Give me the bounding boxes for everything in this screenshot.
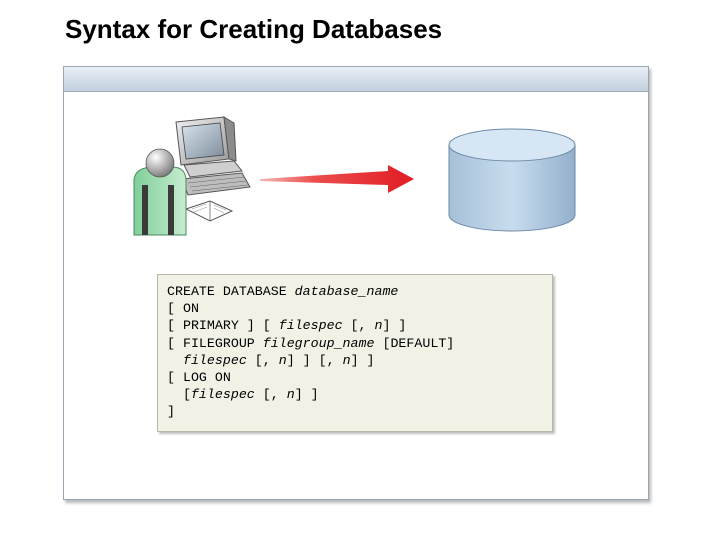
syntax-keyword: ] ] (382, 318, 407, 334)
syntax-keyword: CREATE DATABASE (167, 284, 295, 299)
syntax-keyword: ] (167, 404, 175, 420)
syntax-keyword: [ ON (167, 301, 199, 317)
slide-title: Syntax for Creating Databases (65, 14, 443, 44)
syntax-code-box: CREATE DATABASE database_name[ ON[ PRIMA… (157, 274, 553, 432)
panel-header-bar (64, 67, 648, 92)
syntax-line: [ PRIMARY ] [ filespec [, n] ] (167, 317, 454, 334)
syntax-placeholder: database_name (294, 284, 399, 299)
syntax-keyword: [ FILEGROUP (167, 335, 263, 351)
red-arrow-icon (260, 165, 414, 193)
syntax-placeholder: n (342, 352, 351, 368)
user-at-computer-icon (133, 116, 251, 236)
syntax-placeholder: filegroup_name (262, 335, 375, 351)
content-panel: CREATE DATABASE database_name[ ON[ PRIMA… (63, 66, 649, 500)
syntax-placeholder: filespec (182, 352, 247, 368)
syntax-line: filespec [, n] ] [, n] ] (167, 352, 454, 369)
syntax-keyword: [ (167, 387, 191, 403)
syntax-keyword: [, (342, 318, 375, 334)
syntax-placeholder: n (374, 318, 383, 334)
syntax-keyword (167, 353, 183, 368)
syntax-line: [ FILEGROUP filegroup_name [DEFAULT] (167, 335, 454, 352)
syntax-keyword: ] ] (350, 352, 375, 368)
syntax-keyword: [, (254, 387, 287, 403)
syntax-line: [filespec [, n] ] (167, 386, 454, 403)
syntax-placeholder: filespec (190, 387, 255, 403)
syntax-keyword: [ LOG ON (167, 370, 231, 386)
syntax-placeholder: n (286, 387, 295, 403)
syntax-line: [ ON (167, 300, 454, 317)
syntax-placeholder: n (278, 352, 287, 368)
syntax-keyword: [DEFAULT] (374, 335, 455, 351)
syntax-keyword: [, (246, 352, 279, 368)
syntax-keyword: [ PRIMARY ] [ (167, 318, 279, 334)
syntax-placeholder: filespec (278, 318, 343, 334)
illustration (133, 116, 576, 236)
database-cylinder-icon (448, 128, 576, 232)
create-database-syntax: CREATE DATABASE database_name[ ON[ PRIMA… (167, 283, 454, 421)
syntax-line: CREATE DATABASE database_name (167, 283, 454, 300)
syntax-keyword: ] ] [, (286, 352, 343, 368)
syntax-line: ] (167, 403, 454, 420)
syntax-line: [ LOG ON (167, 369, 454, 386)
syntax-keyword: ] ] (294, 387, 319, 403)
